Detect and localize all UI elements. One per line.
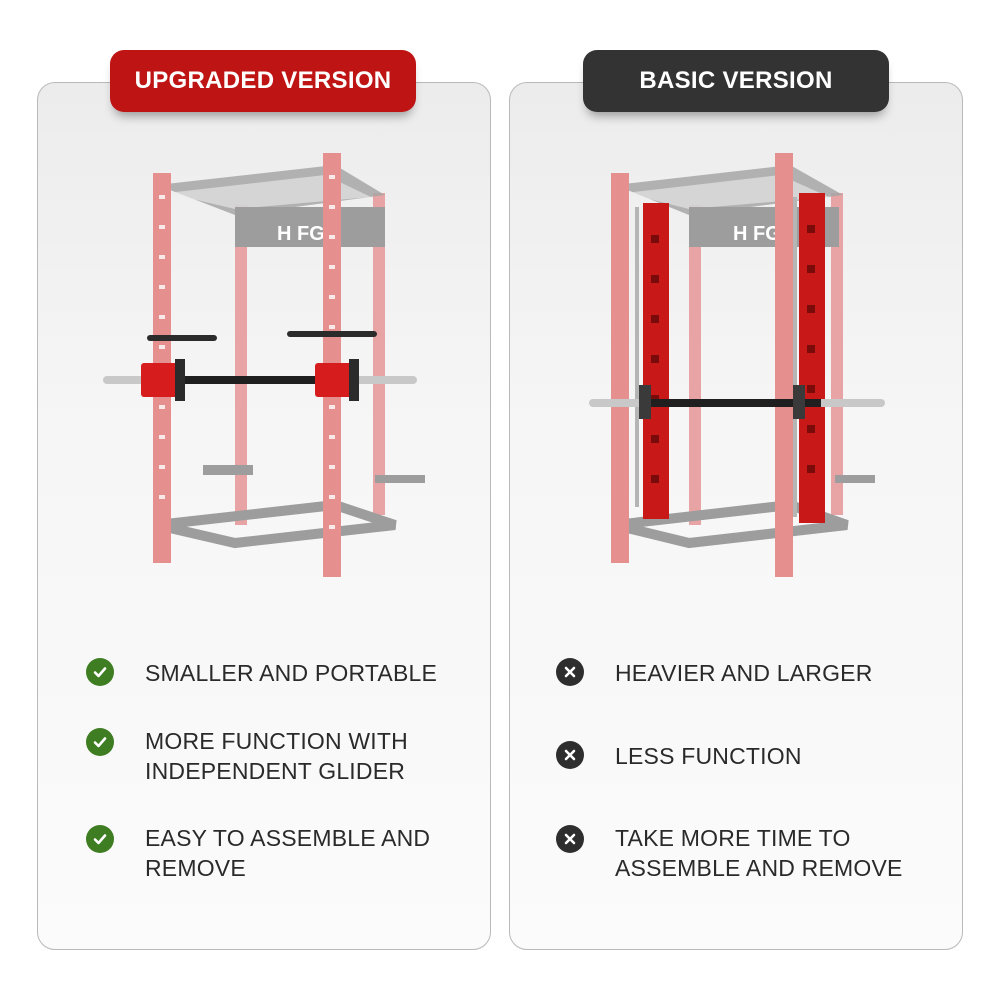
independent-glider bbox=[315, 363, 353, 397]
x-circle-icon bbox=[556, 741, 584, 769]
basic-feature-text: LESS FUNCTION bbox=[615, 743, 802, 769]
upgraded-feature-text: SMALLER AND PORTABLE bbox=[145, 660, 438, 686]
x-circle-icon bbox=[556, 658, 584, 686]
rack-upright bbox=[373, 193, 385, 515]
guide-rod bbox=[635, 207, 639, 507]
rack-upright bbox=[775, 153, 793, 577]
upgraded-feature-text: EASY TO ASSEMBLE AND REMOVE bbox=[145, 825, 431, 881]
storage-peg bbox=[287, 331, 377, 337]
basic-power-rack-image: H FGU bbox=[589, 153, 885, 577]
smith-frame bbox=[799, 193, 825, 523]
rack-upright bbox=[689, 205, 701, 525]
rack-base bbox=[613, 499, 849, 549]
rack-upright bbox=[235, 205, 247, 525]
basic-feature-text: TAKE MORE TIME TO ASSEMBLE AND REMOVE bbox=[615, 825, 903, 881]
upgraded-version-badge: UPGRADED VERSION bbox=[110, 50, 416, 112]
check-circle-icon bbox=[86, 825, 114, 853]
independent-glider bbox=[141, 363, 179, 397]
rack-base bbox=[155, 499, 397, 549]
check-circle-icon bbox=[86, 728, 114, 756]
upgraded-feature-text: MORE FUNCTION WITH INDEPENDENT GLIDER bbox=[145, 728, 408, 784]
check-circle-icon bbox=[86, 658, 114, 686]
upgraded-power-rack-image: H FGU bbox=[103, 153, 425, 577]
guide-rod bbox=[793, 197, 797, 517]
basic-version-badge: BASIC VERSION bbox=[583, 50, 889, 112]
rack-upright bbox=[831, 193, 843, 515]
rack-crossmember bbox=[235, 207, 385, 247]
rack-upright bbox=[611, 173, 629, 563]
storage-peg bbox=[147, 335, 217, 341]
basic-feature-text: HEAVIER AND LARGER bbox=[615, 660, 873, 686]
x-circle-icon bbox=[556, 825, 584, 853]
